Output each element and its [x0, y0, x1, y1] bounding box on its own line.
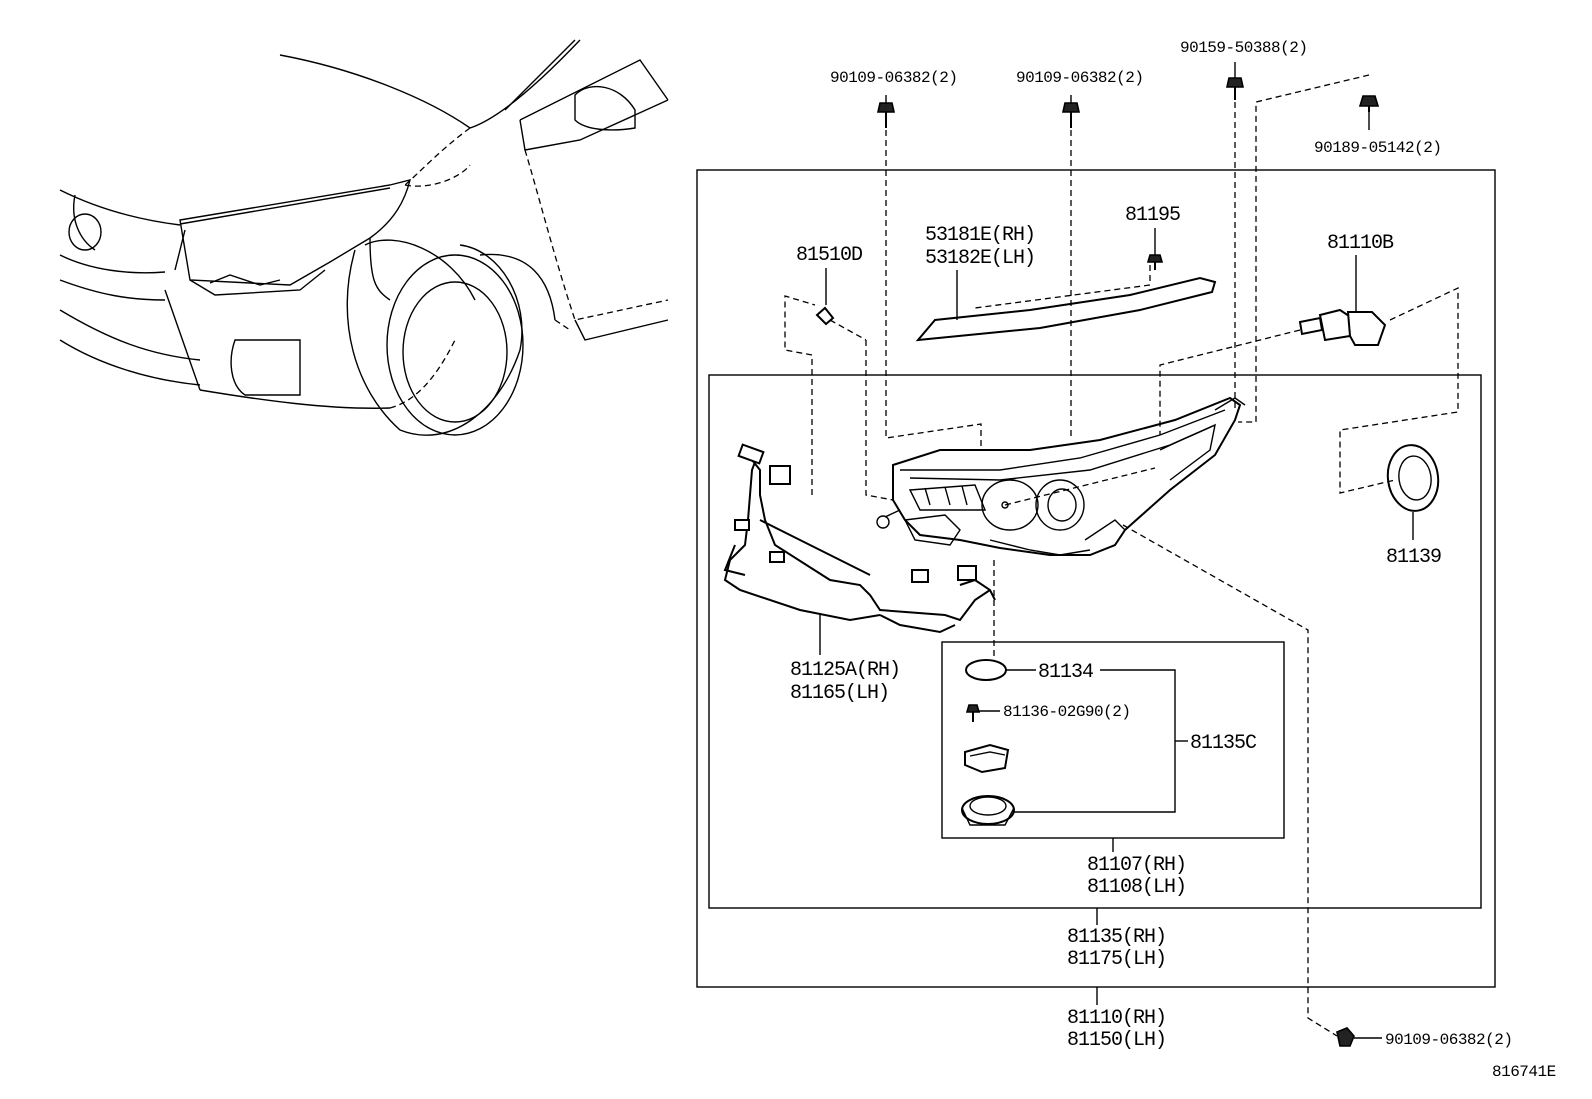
label-81195: 81195	[1125, 204, 1180, 227]
label-bolt-b: 90109-06382(2)	[1016, 69, 1143, 87]
bulb-81110b-icon	[1298, 308, 1387, 346]
solid-leaders	[819, 62, 1414, 1039]
gasket-81134-icon	[965, 659, 1007, 681]
label-wire-rh: 81125A(RH)	[790, 659, 900, 682]
bolt-bottom-icon	[1336, 1027, 1355, 1047]
headlamp-cover-garnish	[915, 276, 1217, 342]
bolt-90109-icon	[1062, 102, 1080, 128]
label-81136: 81136-02G90(2)	[1003, 703, 1130, 721]
label-bolt-bottom: 90109-06382(2)	[1385, 1031, 1512, 1049]
label-81135c: 81135C	[1190, 732, 1257, 755]
assembly-frame-inner	[708, 374, 1482, 909]
screw-90159-icon	[1226, 77, 1244, 100]
label-lamp-lh: 81150(LH)	[1067, 1029, 1166, 1052]
screw-81136-icon	[965, 704, 981, 722]
clip-90189-icon	[1358, 95, 1380, 112]
label-screw-top: 90159-50388(2)	[1180, 39, 1307, 57]
label-81110b: 81110B	[1327, 232, 1394, 255]
label-cover-lh: 53182E(LH)	[925, 247, 1035, 270]
headlamp-unit-illustration	[876, 396, 1246, 556]
label-clip-top: 90189-05142(2)	[1314, 139, 1441, 157]
label-81139: 81139	[1386, 546, 1441, 569]
label-bolt-a: 90109-06382(2)	[830, 69, 957, 87]
ballast-module-icon	[964, 743, 1010, 774]
dashed-leaders	[784, 74, 1459, 1037]
assembly-frame-outer	[696, 169, 1496, 988]
label-unit-lh: 81108(LH)	[1087, 876, 1186, 899]
label-wire-lh: 81165(LH)	[790, 682, 889, 705]
cap-81139-icon	[1386, 444, 1440, 512]
label-81134: 81134	[1038, 661, 1093, 684]
vehicle-overview-illustration	[59, 39, 669, 436]
bolt-90109-icon	[877, 102, 895, 128]
label-81510d: 81510D	[796, 244, 862, 267]
label-cover-rh: 53181E(RH)	[925, 224, 1035, 247]
label-assy-rh: 81135(RH)	[1067, 926, 1166, 949]
label-lamp-rh: 81110(RH)	[1067, 1007, 1166, 1030]
socket-ring-icon	[961, 795, 1015, 826]
diagram-id: 816741E	[1492, 1063, 1556, 1081]
screw-81195-icon	[1146, 254, 1164, 270]
label-unit-rh: 81107(RH)	[1087, 854, 1186, 877]
bulb-81510d-icon	[815, 306, 835, 326]
label-assy-lh: 81175(LH)	[1067, 948, 1166, 971]
wire-harness-icon	[723, 443, 996, 634]
